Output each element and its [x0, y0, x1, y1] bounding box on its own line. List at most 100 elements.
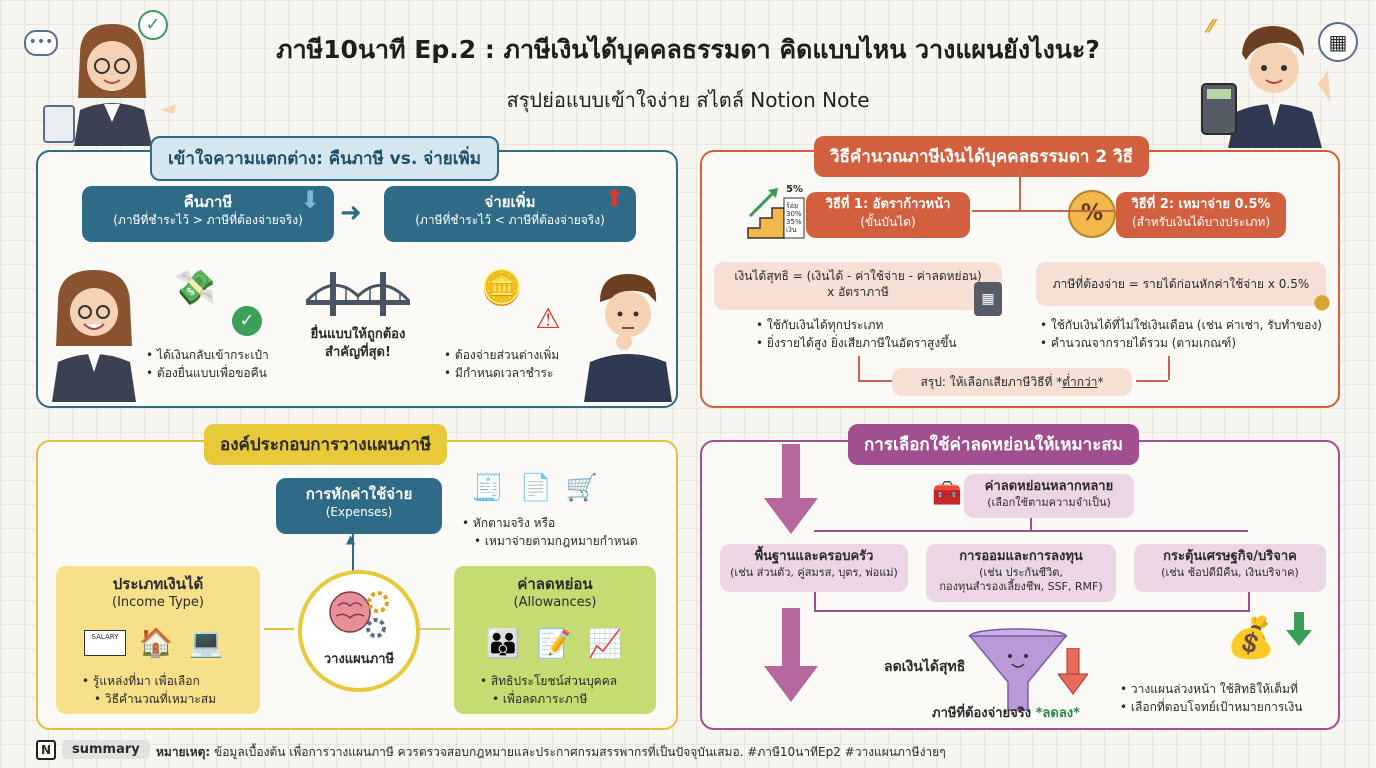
expenses-bullets: หักตามจริง หรือ เหมาจ่ายตามกฎหมายกำหนด: [462, 514, 638, 550]
panel3-title: องค์ประกอบการวางแผนภาษี: [204, 424, 448, 465]
summary-suffix: *: [1097, 375, 1104, 389]
connector: [1248, 592, 1250, 610]
method1-label: วิธีที่ 1: อัตราก้าวหน้า: [825, 197, 951, 212]
panel2-title: วิธีคำนวณภาษีเงินได้บุคคลธรรมดา 2 วิธี: [814, 136, 1150, 177]
allowance-saving-box: การออมและการลงทุน (เช่น ประกันชีวิต, กอง…: [926, 544, 1116, 602]
actual-tax-emphasis: *ลดลง*: [1035, 706, 1080, 721]
footer-note: หมายเหตุ: ข้อมูลเบื้องต้น เพื่อการวางแผน…: [156, 743, 946, 762]
page-title: ภาษี10นาที Ep.2 : ภาษีเงินได้บุคคลธรรมดา…: [276, 35, 1100, 64]
allowance-economy-box: กระตุ้นเศรษฐกิจ/บริจาค (เช่น ช้อปดีมีคืน…: [1134, 544, 1326, 592]
percent-label: 5%: [786, 184, 803, 195]
method2-formula-text: ภาษีที่ต้องจ่าย = รายได้ก่อนหักค่าใช้จ่า…: [1052, 277, 1310, 291]
method2-formula: ภาษีที่ต้องจ่าย = รายได้ก่อนหักค่าใช้จ่า…: [1036, 262, 1326, 306]
funnel-icon: [968, 628, 1068, 711]
arrow-up-icon: ⬆: [604, 184, 625, 212]
receipt-icon: 📄: [519, 473, 553, 503]
man-calculator-avatar: [1201, 26, 1330, 148]
allowance-bullet-2: เลือกที่ตอบโจทย์เป้าหมายการเงิน: [1120, 698, 1303, 716]
allowance-economy-label: กระตุ้นเศรษฐกิจ/บริจาค: [1163, 549, 1297, 564]
right-connector: [418, 628, 450, 630]
house-icon: 🏠: [138, 626, 174, 659]
footer-note-label: หมายเหตุ:: [156, 745, 211, 759]
man-thinking-avatar: [584, 274, 672, 402]
connector: [814, 610, 1250, 612]
method1-formula-line1: เงินได้สุทธิ = (เงินได้ - ค่าใช้จ่าย - ค…: [734, 269, 982, 283]
method1-sub: (ขั้นบันได): [860, 214, 916, 229]
reduce-net-income-label: ลดเงินได้สุทธิ: [884, 659, 966, 675]
panel1-title: เข้าใจความแตกต่าง: คืนภาษี vs. จ่ายเพิ่ม: [150, 136, 499, 181]
allowance-bullets: วางแผนล่วงหน้า ใช้สิทธิให้เต็มที่ เลือกท…: [1120, 680, 1303, 716]
coin-stack-icon: ●: [1313, 289, 1331, 313]
calculator-icon: ▦: [974, 282, 1002, 316]
pay-more-box: จ่ายเพิ่ม (ภาษีที่ชำระไว้ < ภาษีที่ต้องจ…: [384, 186, 636, 242]
method2-label: วิธีที่ 2: เหมาจ่าย 0.5%: [1131, 197, 1271, 212]
actual-tax-label: ภาษีที่ต้องจ่ายจริง: [932, 706, 1036, 721]
pay-more-sub: (ภาษีที่ชำระไว้ < ภาษีที่ต้องจ่ายจริง): [415, 213, 605, 228]
calculator-bubble-icon: ▦: [1318, 22, 1358, 62]
treasure-chest-icon: 🧰: [932, 479, 962, 507]
allowances-bullet-2: เพื่อลดภาระภาษี: [480, 690, 617, 708]
pay-more-bullet-1: ต้องจ่ายส่วนต่างเพิ่ม: [444, 346, 559, 364]
allowance-basic-box: พื้นฐานและครอบครัว (เช่น ส่วนตัว, คู่สมร…: [720, 544, 908, 592]
stairs-steps: ร้อย 30% 35% เงิน: [786, 202, 802, 234]
income-type-en: (Income Type): [112, 595, 204, 611]
center-planning-label: วางแผนภาษี: [323, 652, 395, 667]
family-icon: 👪: [485, 627, 521, 660]
stairs-icon: [747, 188, 805, 239]
notion-logo-icon: N: [36, 740, 56, 760]
growth-chart-icon: 📈: [587, 627, 623, 660]
connector: [858, 380, 892, 382]
arrow-down-icon: ⬇: [300, 186, 321, 214]
page-subtitle: สรุปย่อแบบเข้าใจง่าย สไตล์ Notion Note: [506, 88, 870, 112]
bridge-icon: [306, 272, 410, 316]
summary-emphasis: ต่ำกว่า: [1062, 375, 1098, 389]
receipt-coin-icon: 🧾: [471, 473, 505, 503]
pay-more-label: จ่ายเพิ่ม: [484, 193, 536, 211]
summary-badge[interactable]: summary: [62, 740, 150, 759]
refund-label: คืนภาษี: [183, 193, 233, 211]
allowance-top-sub: (เลือกใช้ตามความจำเป็น): [987, 495, 1111, 509]
method1-bullet-1: ใช้กับเงินได้ทุกประเภท: [756, 316, 957, 334]
method1-bullet-2: ยิ่งรายได้สูง ยิ่งเสียภาษีในอัตราสูงขึ้น: [756, 334, 957, 352]
exclaim-sparkle-icon: ⁄⁄: [1208, 16, 1215, 37]
method1-bullets: ใช้กับเงินได้ทุกประเภท ยิ่งรายได้สูง ยิ่…: [756, 316, 957, 352]
laptop-icon: 💻: [188, 626, 224, 659]
income-type-bullet-2: วิธีคำนวณที่เหมาะสม: [82, 690, 216, 708]
salary-slip-icon: SALARY: [84, 630, 126, 656]
expenses-bullet-2: เหมาจ่ายตามกฎหมายกำหนด: [462, 532, 638, 550]
refund-bullet-1: ได้เงินกลับเข้ากระเป๋า: [146, 346, 269, 364]
big-arrow-down-icon: [764, 444, 818, 534]
allowance-economy-sub: (เช่น ช้อปดีมีคืน, เงินบริจาค): [1161, 565, 1299, 579]
refund-bullets: ได้เงินกลับเข้ากระเป๋า ต้องยื่นแบบเพื่อข…: [146, 346, 269, 382]
expenses-label: การหักค่าใช้จ่าย: [305, 485, 413, 503]
allowance-saving-label: การออมและการลงทุน: [959, 549, 1083, 564]
panel4-title: การเลือกใช้ค่าลดหย่อนให้เหมาะสม: [848, 424, 1139, 465]
step-3: 35%: [786, 218, 802, 226]
method-summary: สรุป: ให้เลือกเสียภาษีวิธีที่ *ต่ำกว่า*: [892, 368, 1132, 396]
method2-bullet-1: ใช้กับเงินได้ที่ไม่ใช่เงินเดือน (เช่น ค่…: [1040, 316, 1322, 334]
arrow-right-icon: ➜: [340, 198, 362, 228]
connector: [814, 530, 1248, 532]
connector: [814, 592, 816, 610]
allowance-top-box: ค่าลดหย่อนหลากหลาย (เลือกใช้ตามความจำเป็…: [964, 474, 1134, 518]
method2-box: วิธีที่ 2: เหมาจ่าย 0.5% (สำหรับเงินได้บ…: [1116, 192, 1286, 238]
allowance-saving-sub1: (เช่น ประกันชีวิต,: [979, 565, 1063, 579]
footer-note-text: ข้อมูลเบื้องต้น เพื่อการวางแผนภาษี ควรตร…: [210, 745, 946, 759]
arrow-up-connector: [352, 534, 354, 578]
allowances-label: ค่าลดหย่อน: [517, 575, 593, 593]
red-arrow-down-icon: [1058, 648, 1088, 695]
step-4: เงิน: [786, 226, 797, 234]
connector: [1168, 356, 1170, 380]
document-icon: 📝: [536, 627, 572, 660]
percent-coin-icon: %: [1068, 190, 1116, 238]
method2-bullet-2: คำนวณจากรายได้รวม (ตามเกณฑ์): [1040, 334, 1322, 352]
connector: [1136, 380, 1168, 382]
method1-formula: เงินได้สุทธิ = (เงินได้ - ค่าใช้จ่าย - ค…: [714, 262, 1002, 310]
pay-more-bullets: ต้องจ่ายส่วนต่างเพิ่ม มีกำหนดเวลาชำระ: [444, 346, 559, 382]
check-circle-icon: ✓: [232, 306, 262, 336]
woman-happy-avatar: [52, 270, 136, 402]
method2-sub: (สำหรับเงินได้บางประเภท): [1131, 214, 1271, 229]
warning-icon: ⚠: [535, 302, 561, 335]
method2-bullets: ใช้กับเงินได้ที่ไม่ใช่เงินเดือน (เช่น ค่…: [1040, 316, 1322, 352]
allowances-en: (Allowances): [513, 595, 597, 611]
